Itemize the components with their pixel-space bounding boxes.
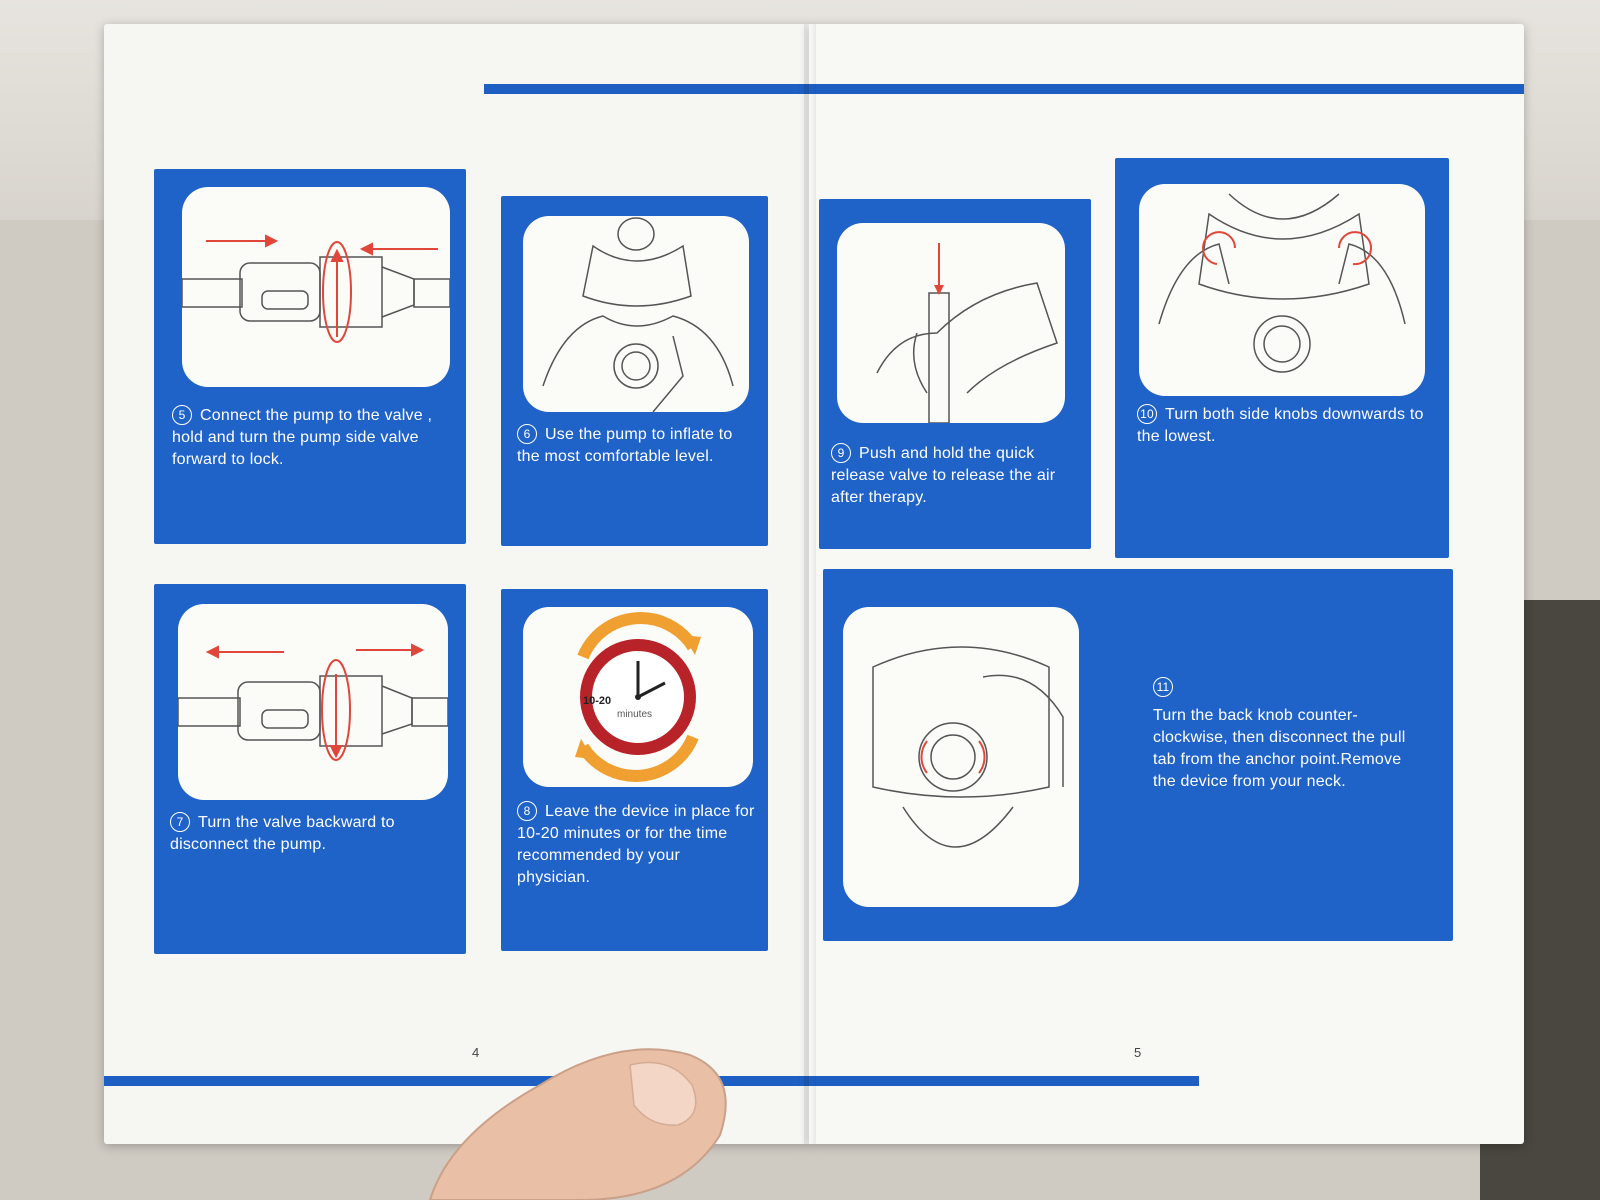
page-number: 5 — [1134, 1045, 1142, 1060]
illustration-connect-pump — [182, 187, 450, 387]
inflate-drawing — [542, 217, 734, 412]
release-valve-drawing — [876, 243, 1058, 423]
pump-connect-drawing — [182, 234, 450, 343]
step-number: 10 — [1137, 404, 1157, 424]
step-number: 7 — [170, 812, 190, 832]
step-number: 5 — [172, 405, 192, 425]
illustration-timer: 10-20 minutes — [523, 607, 753, 787]
step-number: 8 — [517, 801, 537, 821]
illustration-side-knobs — [1139, 184, 1425, 396]
step-card-11: 11 Turn the back knob counter-clockwise,… — [823, 569, 1453, 941]
step-text: Leave the device in place for 10-20 minu… — [517, 803, 755, 886]
page-number: 4 — [472, 1045, 480, 1060]
illustration-disconnect-pump — [178, 604, 448, 800]
step-text: Use the pump to inflate to the most comf… — [517, 426, 733, 465]
step-text: Turn both side knobs downwards to the lo… — [1137, 406, 1424, 445]
booklet-spine — [804, 24, 816, 1144]
side-knobs-drawing — [1158, 193, 1406, 373]
illustration-back-knob — [843, 607, 1079, 907]
page-left: 4 — [104, 24, 809, 1144]
clock-drawing — [575, 612, 701, 782]
clock-range-label: 10-20 — [583, 695, 612, 707]
clock-unit-label: minutes — [617, 709, 653, 720]
step-text: Turn the valve backward to disconnect th… — [170, 814, 395, 853]
instruction-booklet: 4 — [104, 24, 1524, 1144]
step-text: Push and hold the quick release valve to… — [831, 445, 1056, 506]
illustration-inflate — [523, 216, 749, 412]
top-stripe — [809, 84, 1524, 94]
back-knob-drawing — [872, 646, 1064, 848]
step-text: Turn the back knob counter-clockwise, th… — [1153, 707, 1406, 790]
step-text: Connect the pump to the valve , hold and… — [172, 407, 433, 468]
step-number: 6 — [517, 424, 537, 444]
step-caption-11: 11 Turn the back knob counter-clockwise,… — [1153, 677, 1423, 793]
illustration-release-valve — [837, 223, 1065, 423]
pump-disconnect-drawing — [178, 643, 448, 761]
step-number: 9 — [831, 443, 851, 463]
bottom-stripe — [104, 1076, 809, 1086]
bottom-stripe — [809, 1076, 1199, 1086]
step-number: 11 — [1153, 677, 1173, 697]
holding-thumb — [428, 1048, 727, 1200]
top-stripe — [484, 84, 809, 94]
